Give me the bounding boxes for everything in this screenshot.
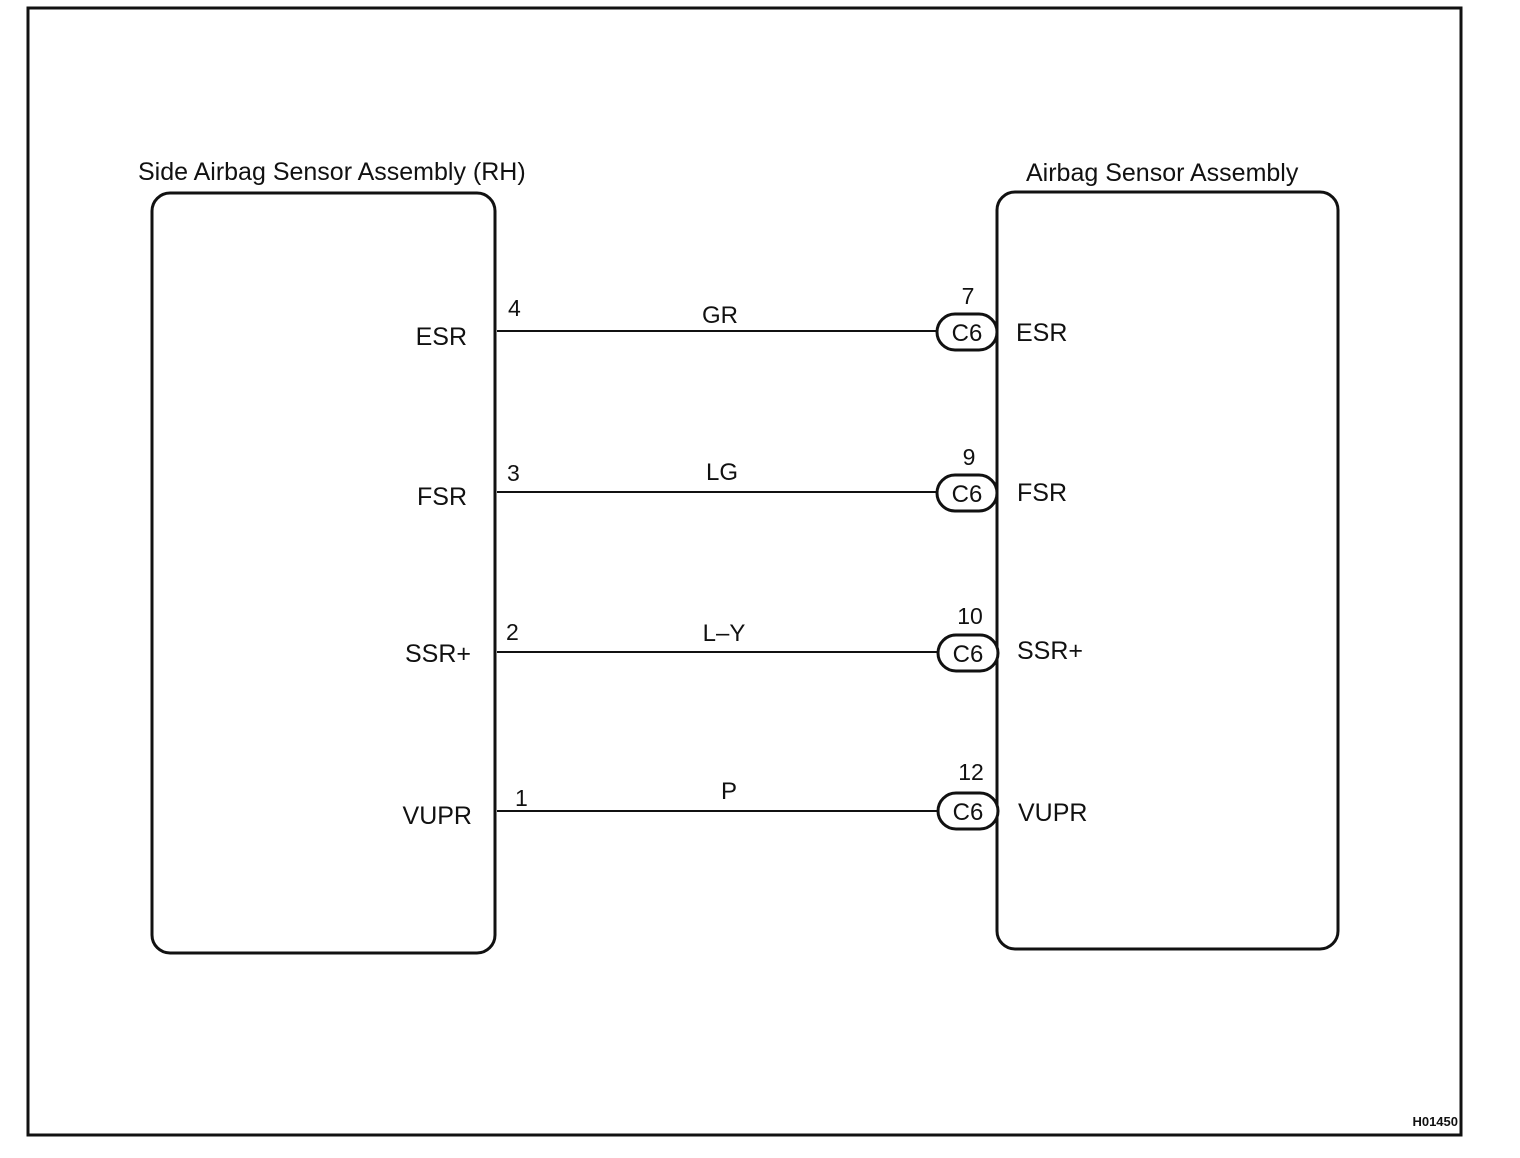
- left-pin-label: SSR+: [405, 640, 471, 668]
- connector-id: C6: [953, 799, 984, 826]
- connector-id: C6: [952, 320, 983, 347]
- connector-oval: [936, 791, 1000, 831]
- left-component-title: Side Airbag Sensor Assembly (RH): [138, 158, 526, 186]
- left-pin-number: 2: [506, 619, 519, 645]
- wire-color-label: P: [721, 778, 737, 805]
- circuit-vupr: VUPR 1 P 12 C6 VUPR: [403, 759, 1087, 831]
- left-pin-label: VUPR: [403, 802, 472, 830]
- left-pin-number: 3: [507, 460, 520, 486]
- circuit-ssr-plus: SSR+ 2 L–Y 10 C6 SSR+: [405, 603, 1083, 673]
- right-pin-number: 10: [957, 603, 983, 629]
- connector-id: C6: [952, 481, 983, 508]
- right-pin-label: VUPR: [1018, 799, 1087, 827]
- left-pin-number: 1: [515, 785, 528, 811]
- right-pin-label: ESR: [1016, 319, 1067, 347]
- circuit-esr: ESR 4 GR 7 C6 ESR: [416, 283, 1067, 352]
- connector-oval: [935, 473, 999, 513]
- wire-color-label: GR: [702, 302, 738, 329]
- right-pin-number: 9: [963, 444, 976, 470]
- figure-id: H01450: [1412, 1114, 1458, 1129]
- diagram-frame: [26, 6, 1463, 1137]
- right-pin-label: FSR: [1017, 479, 1067, 507]
- right-pin-number: 12: [958, 759, 984, 785]
- left-pin-label: ESR: [416, 323, 467, 351]
- connector-oval: [935, 312, 999, 352]
- connector-id: C6: [953, 641, 984, 668]
- connector-oval: [936, 633, 1000, 673]
- right-pin-number: 7: [962, 283, 975, 309]
- right-pin-label: SSR+: [1017, 637, 1083, 665]
- right-component-box: [995, 190, 1340, 951]
- right-component-title: Airbag Sensor Assembly: [1026, 159, 1299, 187]
- circuit-fsr: FSR 3 LG 9 C6 FSR: [417, 444, 1067, 513]
- wire-color-label: LG: [706, 459, 738, 486]
- left-pin-number: 4: [508, 295, 521, 321]
- left-pin-label: FSR: [417, 483, 467, 511]
- wire-color-label: L–Y: [703, 620, 746, 647]
- left-component-box: [150, 191, 497, 955]
